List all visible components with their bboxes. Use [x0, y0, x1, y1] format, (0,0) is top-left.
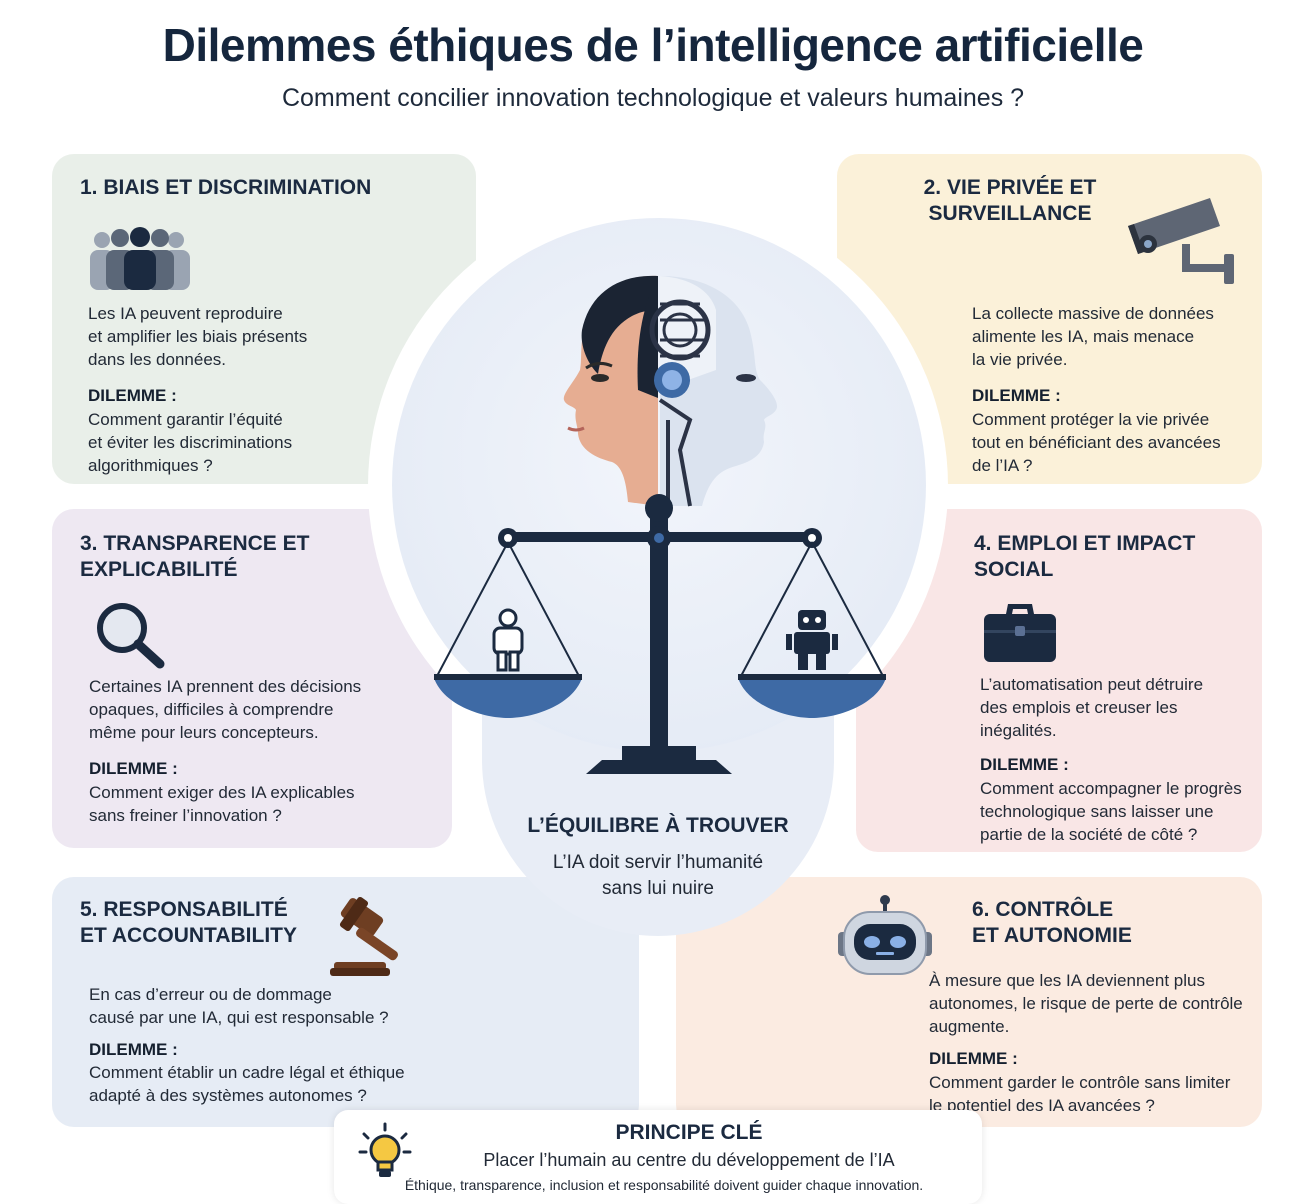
card-6-text: À mesure que les IA deviennent plus auto… — [929, 971, 1243, 1036]
principle-note: Éthique, transparence, inclusion et resp… — [404, 1177, 924, 1193]
people-group-icon — [90, 227, 190, 290]
card-2-heading: 2. VIE PRIVÉE ET SURVEILLANCE — [923, 176, 1097, 225]
balance-scale-icon — [434, 494, 886, 774]
card-3-dilemma-label: DILEMME : — [89, 759, 178, 778]
security-camera-icon — [1128, 198, 1234, 284]
card-1-heading: 1. BIAIS ET DISCRIMINATION — [80, 176, 372, 199]
human-ai-face-icon — [563, 275, 778, 507]
card-3-dilemma: Comment exiger des IA explicables sans f… — [89, 783, 355, 825]
gavel-icon — [330, 896, 398, 976]
briefcase-icon — [984, 604, 1056, 662]
card-3-text: Certaines IA prennent des décisions opaq… — [89, 677, 362, 742]
card-2-dilemma: Comment protéger la vie privée tout en b… — [972, 410, 1221, 475]
card-4-dilemma-label: DILEMME : — [980, 755, 1069, 774]
card-5-heading: 5. RESPONSABILITÉ ET ACCOUNTABILITY — [80, 898, 297, 947]
robot-head-icon — [838, 895, 932, 975]
card-4-heading: 4. EMPLOI ET IMPACT SOCIAL — [974, 532, 1196, 581]
card-2-text: La collecte massive de données alimente … — [972, 304, 1214, 369]
principle-box — [334, 1110, 982, 1204]
principle-title: PRINCIPE CLÉ — [615, 1121, 763, 1144]
card-4-dilemma: Comment accompagner le progrès technolog… — [980, 779, 1242, 844]
card-6-dilemma: Comment garder le contrôle sans limiter … — [929, 1073, 1231, 1115]
card-5-dilemma-label: DILEMME : — [89, 1040, 178, 1059]
page-subtitle: Comment concilier innovation technologiq… — [281, 84, 1025, 112]
page-title: Dilemmes éthiques de l’intelligence arti… — [162, 19, 1144, 71]
card-5-dilemma: Comment établir un cadre légal et éthiqu… — [89, 1063, 405, 1105]
center-title: L’ÉQUILIBRE À TROUVER — [527, 814, 789, 837]
magnifying-glass-icon — [97, 603, 165, 669]
card-6-heading: 6. CONTRÔLE ET AUTONOMIE — [972, 898, 1132, 947]
principle-text: Placer l’humain au centre du développeme… — [483, 1150, 895, 1170]
card-6-dilemma-label: DILEMME : — [929, 1049, 1018, 1068]
card-1-dilemma-label: DILEMME : — [88, 386, 177, 405]
card-1-dilemma: Comment garantir l’équité et éviter les … — [88, 410, 293, 475]
card-4-text: L’automatisation peut détruire des emplo… — [980, 675, 1204, 740]
card-3-heading: 3. TRANSPARENCE ET EXPLICABILITÉ — [80, 532, 310, 581]
card-5-text: En cas d’erreur ou de dommage causé par … — [89, 985, 389, 1027]
center-text: L’IA doit servir l’humanité sans lui nui… — [552, 852, 764, 899]
card-1-text: Les IA peuvent reproduire et amplifier l… — [88, 304, 308, 369]
card-2-dilemma-label: DILEMME : — [972, 386, 1061, 405]
lightbulb-icon — [358, 1122, 412, 1177]
card-control — [676, 877, 1262, 1127]
